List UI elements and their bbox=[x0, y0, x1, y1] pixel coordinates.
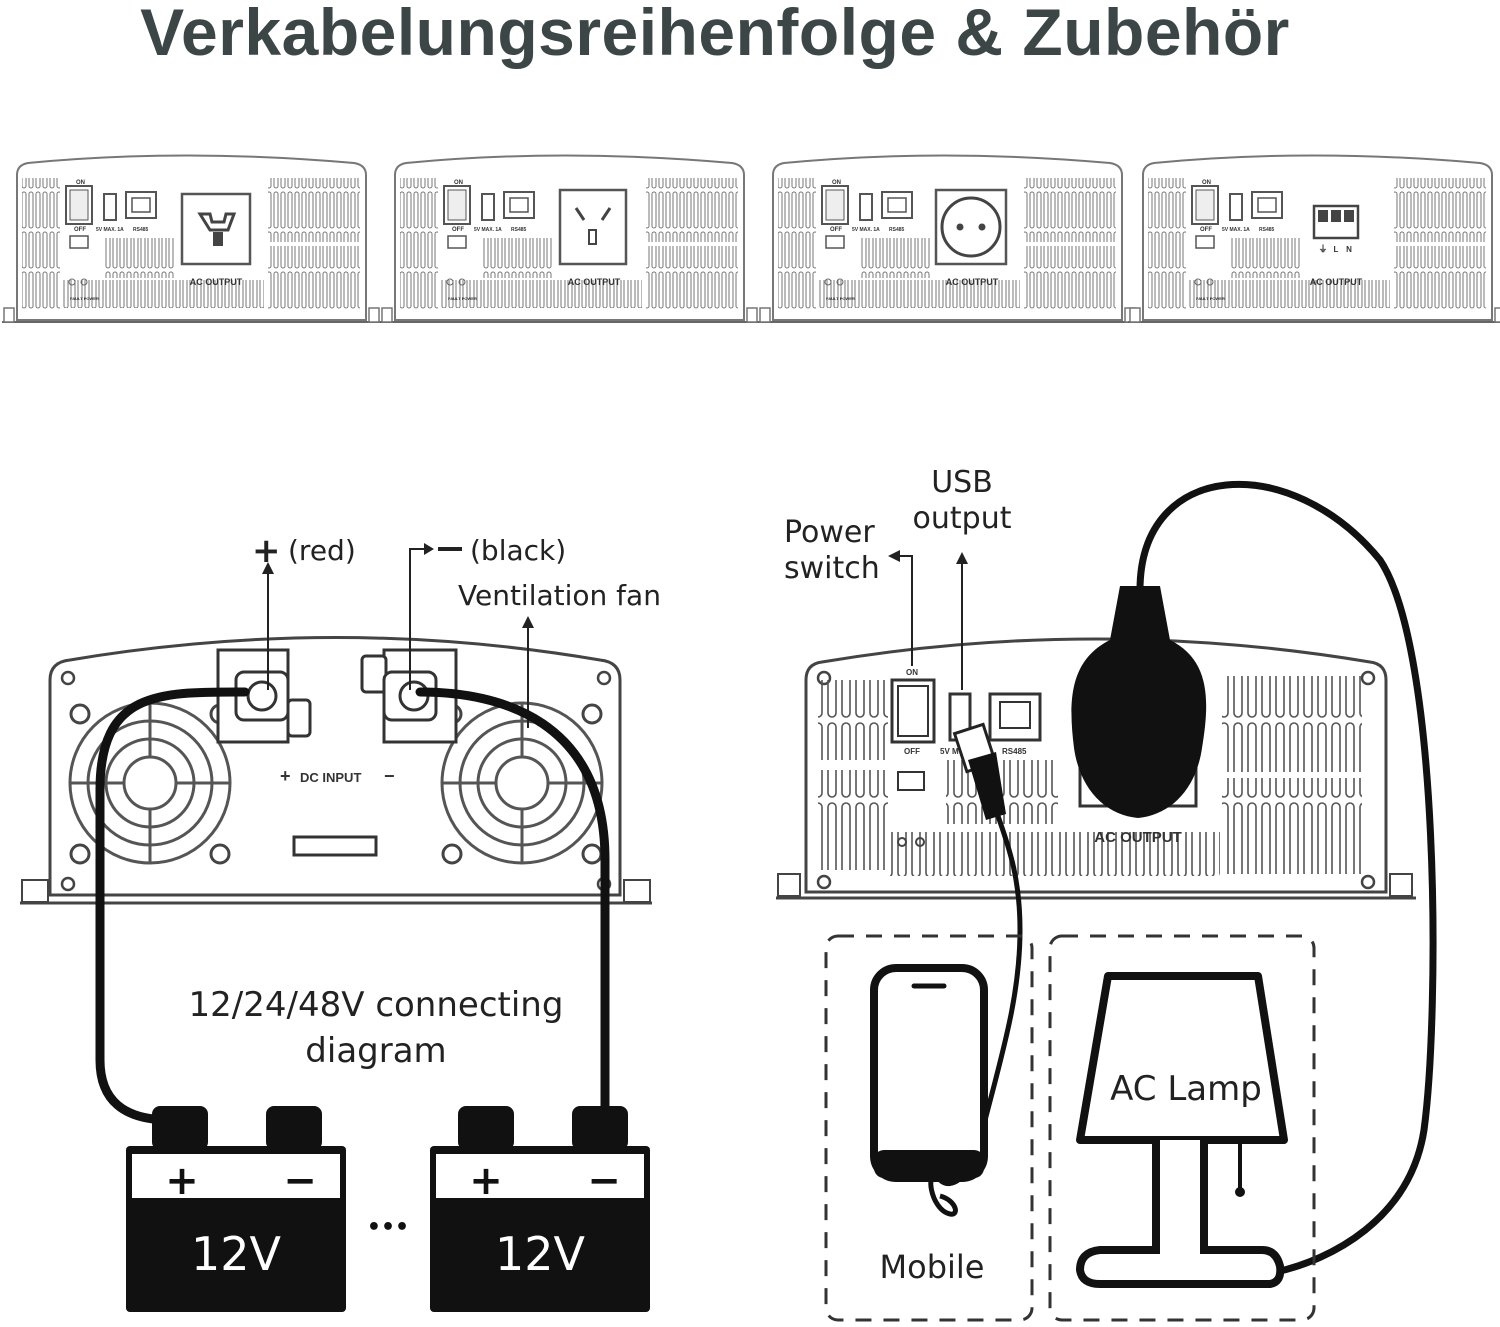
svg-text:FAULT POWER: FAULT POWER bbox=[826, 296, 855, 301]
svg-text:12V: 12V bbox=[495, 1227, 586, 1281]
svg-text:OFF: OFF bbox=[452, 227, 464, 233]
svg-text:(red): (red) bbox=[288, 534, 356, 567]
left-fan-icon bbox=[68, 701, 232, 865]
svg-text:AC OUTPUT: AC OUTPUT bbox=[946, 277, 999, 287]
svg-text:USB: USB bbox=[931, 465, 993, 500]
negative-terminal bbox=[360, 648, 458, 744]
svg-text:5V MAX. 1A: 5V MAX. 1A bbox=[852, 227, 880, 233]
svg-text:ON: ON bbox=[1202, 180, 1211, 186]
svg-text:RS485: RS485 bbox=[889, 227, 905, 233]
svg-text:diagram: diagram bbox=[305, 1031, 446, 1071]
svg-text:Mobile: Mobile bbox=[880, 1248, 985, 1286]
svg-text:OFF: OFF bbox=[74, 227, 86, 233]
svg-text:5V M: 5V M bbox=[940, 747, 959, 756]
svg-text:AC Lamp: AC Lamp bbox=[1110, 1069, 1262, 1109]
battery-2: + − 12V bbox=[430, 1106, 650, 1312]
svg-text:Power: Power bbox=[784, 515, 875, 550]
svg-text:N: N bbox=[1346, 245, 1352, 254]
schuko-socket-icon bbox=[934, 188, 1008, 266]
svg-text:Ventilation fan: Ventilation fan bbox=[458, 579, 661, 612]
svg-text:⏚: ⏚ bbox=[1318, 244, 1327, 254]
svg-text:L: L bbox=[1334, 245, 1339, 254]
page-title: Verkabelungsreihenfolge & Zubehör bbox=[140, 0, 1290, 69]
au-socket-icon bbox=[558, 188, 628, 266]
inverter-panel-au-outlet: ON OFF 5V MAX. 1A RS485 FAULT POWER AC O… bbox=[379, 154, 759, 323]
svg-text:AC OUTPUT: AC OUTPUT bbox=[1094, 829, 1182, 846]
svg-text:ON: ON bbox=[832, 180, 841, 186]
svg-text:(black): (black) bbox=[470, 534, 566, 567]
svg-text:FAULT POWER: FAULT POWER bbox=[70, 296, 99, 301]
svg-text:OFF: OFF bbox=[904, 747, 920, 756]
svg-text:−: − bbox=[283, 1158, 317, 1204]
inverter-panel-terminal-block: ON OFF 5V MAX. 1A RS485 FAULT POWER ⏚ L … bbox=[1127, 154, 1500, 323]
inverter-panel-universal-outlet: ON OFF 5V MAX. 1A RS485 FAULT POWER AC O… bbox=[1, 154, 381, 323]
svg-text:RS485: RS485 bbox=[133, 227, 149, 233]
svg-text:+: + bbox=[165, 1158, 199, 1204]
svg-text:FAULT POWER: FAULT POWER bbox=[1196, 296, 1225, 301]
inverter-panel-schuko-outlet: ON OFF 5V MAX. 1A RS485 FAULT POWER AC O… bbox=[757, 154, 1137, 323]
svg-text:switch: switch bbox=[784, 551, 880, 586]
right-fan-icon bbox=[440, 701, 604, 865]
mobile-box bbox=[824, 934, 1034, 1322]
svg-text:RS485: RS485 bbox=[511, 227, 527, 233]
svg-text:12/24/48V connecting: 12/24/48V connecting bbox=[189, 985, 564, 1025]
ac-plug-icon bbox=[1071, 586, 1207, 818]
svg-text:•••: ••• bbox=[367, 1215, 409, 1240]
svg-text:+: + bbox=[280, 766, 291, 786]
svg-text:ON: ON bbox=[906, 668, 918, 677]
power-switch bbox=[890, 678, 936, 744]
svg-text:OFF: OFF bbox=[830, 227, 842, 233]
svg-text:OFF: OFF bbox=[1200, 227, 1212, 233]
positive-terminal bbox=[216, 648, 312, 744]
svg-text:5V MAX. 1A: 5V MAX. 1A bbox=[474, 227, 502, 233]
svg-text:AC OUTPUT: AC OUTPUT bbox=[1310, 277, 1363, 287]
rs485-port bbox=[988, 692, 1042, 742]
svg-text:ON: ON bbox=[454, 180, 463, 186]
battery-1: + − 12V bbox=[126, 1106, 346, 1312]
svg-text:12V: 12V bbox=[191, 1227, 282, 1281]
svg-text:ON: ON bbox=[76, 180, 85, 186]
ac-lamp-icon bbox=[1075, 972, 1288, 1288]
svg-text:RS485: RS485 bbox=[1002, 747, 1027, 756]
svg-text:5V MAX. 1A: 5V MAX. 1A bbox=[96, 227, 124, 233]
svg-text:+: + bbox=[252, 531, 281, 571]
terminal-block-icon bbox=[1312, 204, 1360, 240]
svg-text:output: output bbox=[913, 501, 1012, 536]
mobile-phone-icon bbox=[870, 964, 988, 1182]
ac-output-diagram: ON OFF 5V M RS485 AC OUTPUT Power switch… bbox=[776, 465, 1437, 1322]
svg-text:AC OUTPUT: AC OUTPUT bbox=[190, 277, 243, 287]
lamp-box bbox=[1048, 934, 1316, 1322]
svg-text:AC OUTPUT: AC OUTPUT bbox=[568, 277, 621, 287]
svg-text:−: − bbox=[587, 1158, 621, 1204]
svg-text:FAULT POWER: FAULT POWER bbox=[448, 296, 477, 301]
svg-text:RS485: RS485 bbox=[1259, 227, 1275, 233]
svg-text:5V MAX. 1A: 5V MAX. 1A bbox=[1222, 227, 1250, 233]
svg-text:DC INPUT: DC INPUT bbox=[300, 770, 361, 785]
svg-text:−: − bbox=[384, 766, 395, 786]
svg-text:+: + bbox=[469, 1158, 503, 1204]
dc-connecting-diagram: + DC INPUT − + (red) (black) Ventilation… bbox=[20, 531, 661, 1312]
